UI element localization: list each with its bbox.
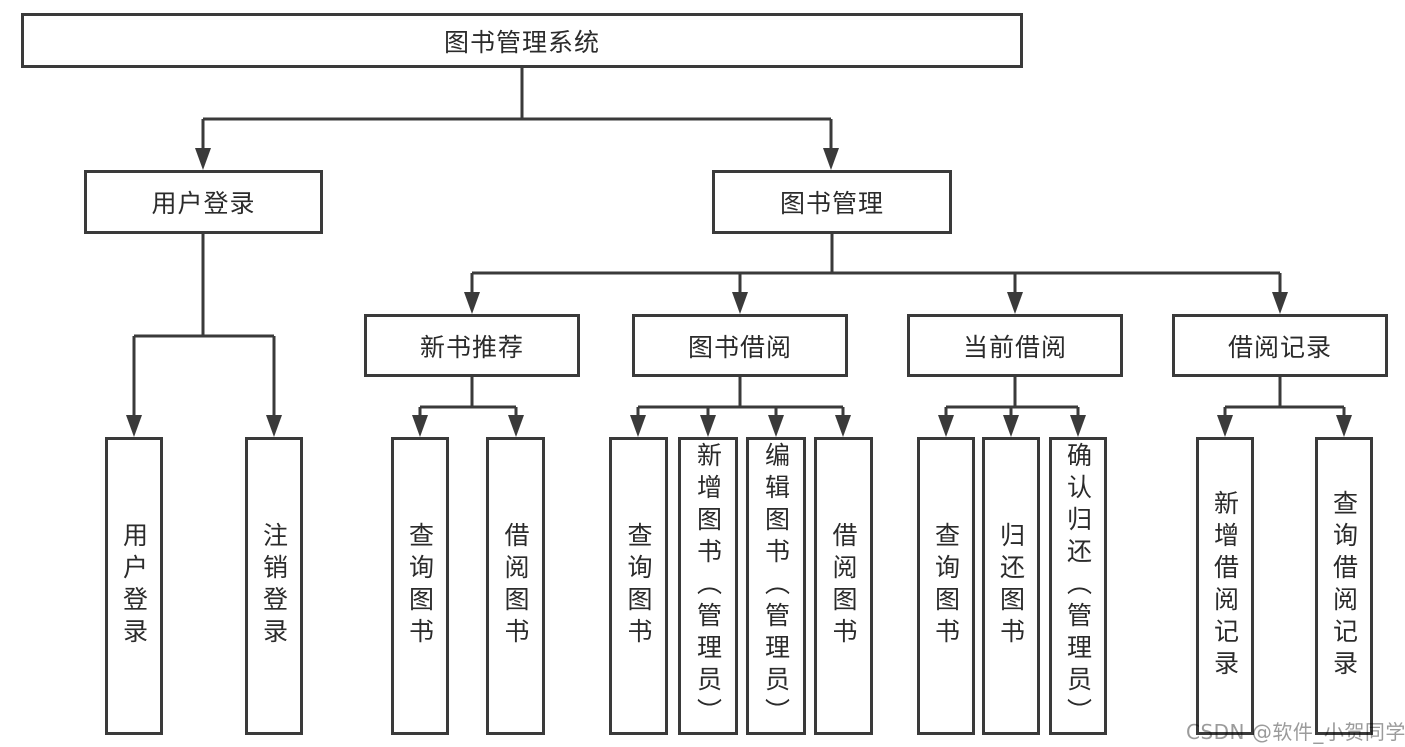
- node-new-book-recommend-label: 新书推荐: [419, 332, 524, 362]
- node-current-borrow: 当前借阅: [907, 314, 1123, 377]
- node-leaf-query-books-current: 查询图书: [917, 437, 975, 735]
- node-leaf-query-books-borrow-label: 查询图书: [624, 522, 653, 650]
- node-leaf-query-borrow-record-label: 查询借阅记录: [1329, 490, 1359, 682]
- node-leaf-user-login: 用户登录: [105, 437, 163, 735]
- node-leaf-query-books-recommend: 查询图书: [391, 437, 449, 735]
- csdn-watermark: CSDN @软件_小贺同学: [1186, 720, 1405, 744]
- connector-borrow-records-to-children: [1223, 377, 1346, 419]
- connector-root-to-level2: [201, 68, 833, 152]
- node-root-label: 图书管理系统: [443, 27, 600, 57]
- connector-new-book-to-children: [418, 377, 518, 419]
- node-new-book-recommend: 新书推荐: [364, 314, 580, 377]
- node-leaf-query-books-borrow: 查询图书: [609, 437, 668, 735]
- connector-book-borrow-to-children: [636, 377, 845, 419]
- node-leaf-user-login-label: 用户登录: [119, 522, 149, 650]
- node-leaf-borrow-books-recommend: 借阅图书: [486, 437, 545, 735]
- node-leaf-return-book-label: 归还图书: [996, 522, 1026, 650]
- node-book-management: 图书管理: [712, 170, 952, 234]
- node-leaf-add-borrow-record: 新增借阅记录: [1196, 437, 1254, 735]
- node-leaf-return-book: 归还图书: [982, 437, 1040, 735]
- node-leaf-query-books-current-label: 查询图书: [931, 522, 961, 650]
- node-leaf-borrow-books-recommend-label: 借阅图书: [501, 522, 530, 650]
- node-leaf-logout-label: 注销登录: [259, 522, 289, 650]
- connector-user-login-to-children: [132, 234, 276, 419]
- node-user-login-group-label: 用户登录: [151, 189, 256, 218]
- node-leaf-add-book-admin: 新增图书（管理员）: [678, 437, 738, 735]
- node-leaf-query-books-recommend-label: 查询图书: [405, 522, 435, 650]
- node-leaf-add-book-admin-label: 新增图书（管理员）: [693, 442, 723, 730]
- node-leaf-logout: 注销登录: [245, 437, 303, 735]
- connector-current-borrow-to-children: [944, 377, 1080, 419]
- node-book-borrow: 图书借阅: [632, 314, 848, 377]
- node-user-login-group: 用户登录: [84, 170, 323, 234]
- node-root: 图书管理系统: [21, 13, 1023, 68]
- node-leaf-edit-book-admin: 编辑图书（管理员）: [746, 437, 806, 735]
- node-leaf-borrow-books: 借阅图书: [814, 437, 873, 735]
- node-leaf-edit-book-admin-label: 编辑图书（管理员）: [761, 442, 791, 730]
- node-leaf-confirm-return-admin: 确认归还（管理员）: [1049, 437, 1107, 735]
- node-leaf-borrow-books-label: 借阅图书: [829, 522, 858, 650]
- node-book-borrow-label: 图书借阅: [687, 332, 792, 362]
- node-leaf-add-borrow-record-label: 新增借阅记录: [1210, 490, 1240, 682]
- node-current-borrow-label: 当前借阅: [962, 332, 1067, 362]
- node-borrow-records: 借阅记录: [1172, 314, 1388, 377]
- connector-book-mgmt-to-level3: [470, 234, 1282, 296]
- node-leaf-confirm-return-admin-label: 确认归还（管理员）: [1063, 442, 1093, 730]
- node-leaf-query-borrow-record: 查询借阅记录: [1315, 437, 1373, 735]
- node-book-management-label: 图书管理: [779, 189, 884, 218]
- node-borrow-records-label: 借阅记录: [1227, 332, 1332, 362]
